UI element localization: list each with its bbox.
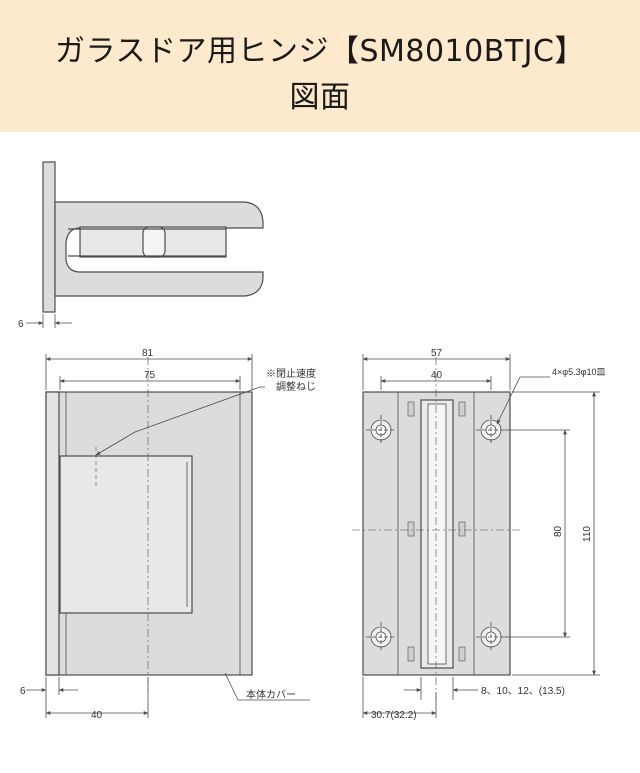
drawing-canvas: 6 81 75 ※閉止速度 調整ねじ 6 40 本体カバー — [18, 161, 605, 721]
dim-side — [362, 354, 600, 718]
top-view — [42, 161, 264, 313]
mounting-plate-front — [45, 391, 60, 676]
dim-side-offset: 30.7(32.2) — [371, 710, 417, 721]
label-glass-thickness: 8、10、12、(13.5) — [481, 686, 565, 697]
page-subtitle: 図面 — [289, 80, 351, 115]
dim-side-inner: 40 — [431, 370, 443, 381]
dim-top-thickness — [26, 314, 72, 328]
dim-front — [26, 354, 310, 718]
side-view — [352, 357, 520, 702]
dim-side-height: 110 — [582, 526, 593, 542]
dim-front-axis: 40 — [91, 710, 103, 721]
hole-bottom-left — [366, 622, 396, 652]
hole-top-left — [366, 415, 396, 445]
dim-side-total: 57 — [431, 348, 443, 359]
page-title: ガラスドア用ヒンジ【SM8010BTJC】 — [55, 34, 585, 69]
mounting-plate — [42, 161, 56, 313]
dim-top-thickness-label: 6 — [18, 319, 24, 330]
front-glass-clamp — [59, 455, 193, 614]
dim-hole-pitch: 80 — [553, 525, 564, 537]
note-speed-adjust-1: ※閉止速度 — [266, 367, 316, 380]
hinge-body-top — [54, 201, 264, 297]
clamp-center — [142, 226, 166, 258]
dim-front-left: 6 — [20, 686, 26, 697]
note-speed-adjust-2: 調整ねじ — [276, 380, 316, 393]
dim-front-total: 81 — [142, 348, 154, 359]
front-view — [45, 357, 253, 692]
hole-top-right — [476, 415, 506, 445]
glass-slot-inner — [427, 403, 447, 665]
label-hole-spec: 4×φ5.3φ10皿 — [552, 367, 605, 377]
label-body-cover: 本体カバー — [246, 688, 296, 701]
hole-bottom-right — [476, 622, 506, 652]
mounting-holes — [366, 415, 506, 652]
dim-front-cover: 75 — [144, 370, 156, 381]
title-banner — [0, 0, 640, 132]
